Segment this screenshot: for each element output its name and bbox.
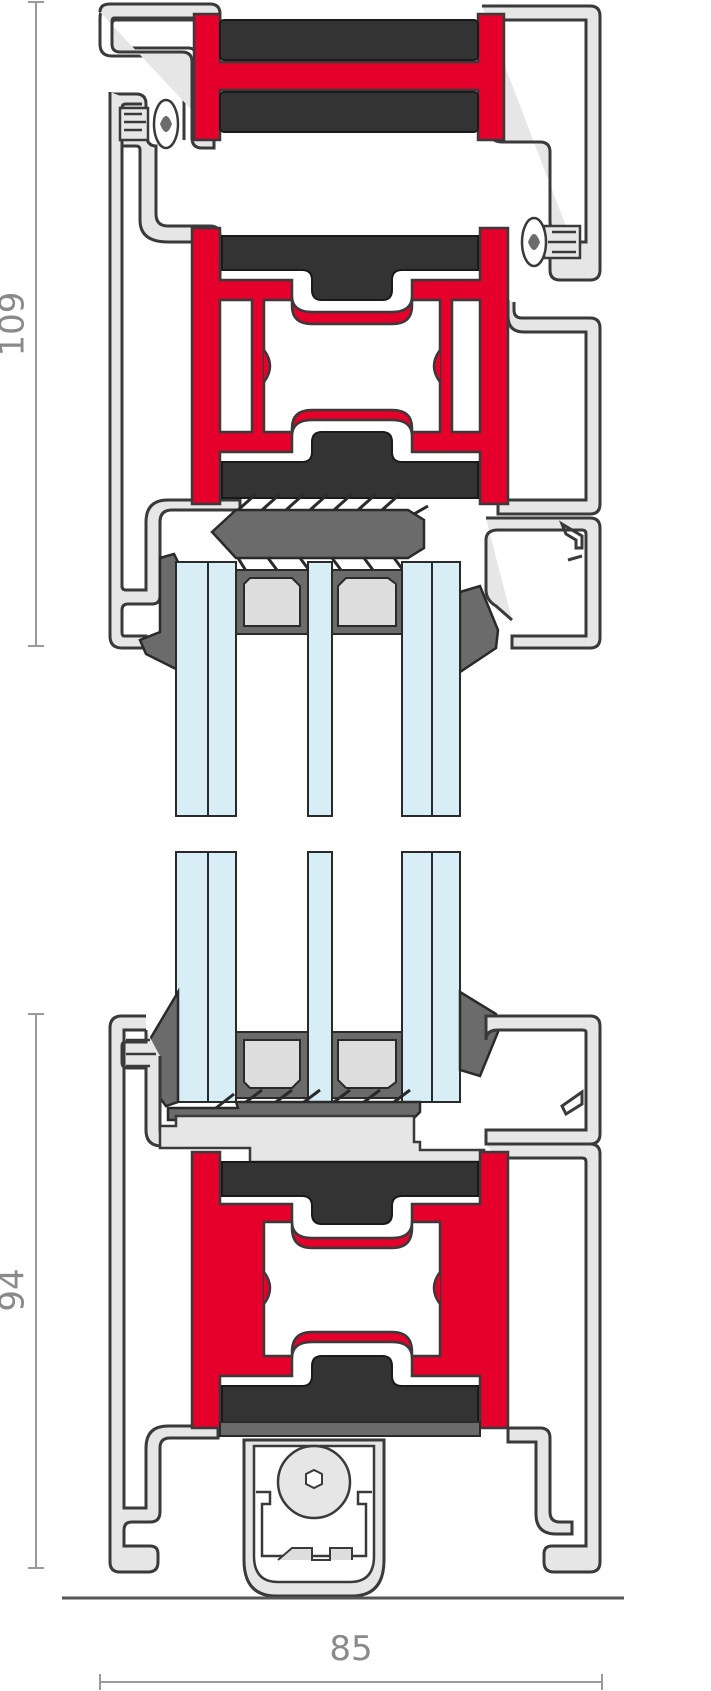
lower-section xyxy=(108,851,602,1598)
right-long-frame xyxy=(496,300,602,516)
insulation-top-1 xyxy=(219,19,479,61)
sash-inner-notch-right xyxy=(432,349,442,383)
left-frame-profile xyxy=(98,2,222,150)
foam-gasket-upper xyxy=(210,508,426,560)
lower-height-label: 94 xyxy=(0,1268,33,1311)
roller-housing xyxy=(242,1438,386,1598)
glass-pane-1a xyxy=(175,561,209,817)
spacer-upper-2 xyxy=(337,577,397,627)
right-frame-lower-inner xyxy=(506,1426,574,1536)
glass-pane-3b xyxy=(431,561,461,817)
drain-hook-upper xyxy=(558,520,584,562)
drain-hook-lower xyxy=(560,1089,584,1117)
insulation-lower-1 xyxy=(221,1161,479,1225)
thermal-break-upper-1 xyxy=(192,12,506,142)
sash-inner-notch-left xyxy=(262,349,272,383)
dimension-lines xyxy=(28,1,603,1690)
cleat-left xyxy=(118,98,180,150)
foam-gasket-lower-fins xyxy=(215,1088,411,1110)
spacer-upper-1 xyxy=(243,577,301,627)
lower-left-boss xyxy=(126,1038,156,1068)
lower-inner-cavity xyxy=(262,1220,442,1358)
insulation-top-2 xyxy=(219,91,479,133)
glass-pane-lower-1a xyxy=(175,851,209,1103)
glass-pane-lower-1b xyxy=(207,851,237,1103)
glass-pane-1b xyxy=(207,561,237,817)
total-width-label: 85 xyxy=(329,1629,372,1669)
upper-section xyxy=(98,2,602,817)
glass-pane-lower-3a xyxy=(401,851,433,1103)
glass-pane-lower-2 xyxy=(307,851,333,1103)
glazing-gasket-right-lower xyxy=(458,989,500,1078)
foam-gasket-fins xyxy=(236,492,429,575)
insulation-sash-2 xyxy=(221,431,479,499)
right-frame-profile xyxy=(482,4,602,282)
spacer-lower-2 xyxy=(337,1039,397,1089)
right-lower-frame xyxy=(484,516,602,650)
spacer-lower-1 xyxy=(243,1039,301,1089)
upper-height-label: 109 xyxy=(0,292,33,357)
lower-notch-left xyxy=(262,1271,272,1305)
lower-notch-right xyxy=(432,1271,442,1305)
sash-inner-cavity xyxy=(262,298,442,434)
glass-pane-3a xyxy=(401,561,433,817)
insulation-lower-2 xyxy=(221,1355,479,1423)
glass-pane-2 xyxy=(307,561,333,817)
right-frame-lower xyxy=(484,1014,602,1574)
cleat-right xyxy=(520,216,582,268)
sill-insulator xyxy=(158,1114,486,1164)
base-plate xyxy=(219,1421,481,1437)
glazing-gasket-left-upper xyxy=(138,552,180,673)
hex-bolt-icon xyxy=(305,1468,323,1490)
glass-pane-lower-3b xyxy=(431,851,461,1103)
insulation-sash-1 xyxy=(221,235,479,301)
left-long-frame xyxy=(108,92,242,650)
